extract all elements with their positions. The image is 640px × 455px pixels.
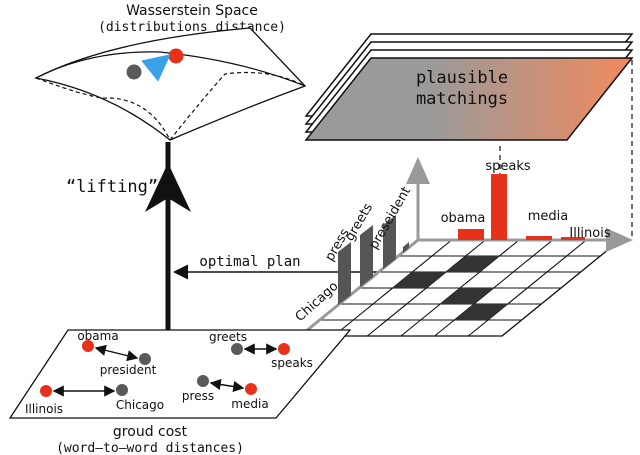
word-president: president (100, 363, 157, 377)
matrix-cell-dark (392, 272, 446, 288)
grid-line-col (501, 239, 621, 337)
bar-obama (458, 229, 484, 240)
lifting-arrowhead (145, 163, 191, 212)
bar-greets (383, 215, 396, 269)
dot-press (197, 375, 209, 387)
pair-link-obama-president (94, 344, 139, 362)
bar-preseident (403, 242, 409, 253)
word-obama: obama (77, 329, 118, 343)
hist-right-label-speaks: speaks (485, 159, 531, 174)
optimal-plan-label: optimal plan (199, 254, 300, 270)
wasserstein-subtitle: (distributions distance) (98, 20, 286, 35)
hist-right-label-obama: obama (441, 211, 486, 226)
dot-media (245, 383, 257, 395)
dot-greets (231, 343, 243, 355)
word-media: media (231, 397, 268, 411)
matrix-cell-dark (440, 288, 494, 304)
word-illinois: Illinois (25, 402, 63, 416)
wasserstein-move-arrow (141, 54, 171, 82)
matching-plane-front (304, 57, 634, 141)
dot-speaks (278, 343, 290, 355)
lifting-label: “lifting” (66, 177, 158, 197)
bar-speaks (491, 174, 507, 240)
plausible-line1: plausible (416, 68, 508, 88)
wasserstein-manifold (34, 27, 307, 141)
pair-link-press-media (209, 378, 245, 393)
dot-illinois (40, 385, 52, 397)
wasserstein-title: Wasserstein Space (126, 3, 258, 19)
word-chicago: Chicago (116, 398, 164, 412)
word-speaks: speaks (271, 356, 313, 370)
matrix-cell-dark (446, 256, 500, 272)
dot-chicago (116, 384, 128, 396)
plausible-line2: matchings (416, 89, 508, 109)
bar-media (526, 236, 552, 240)
wasserstein-red-point (168, 48, 184, 64)
left-histogram-axis (299, 238, 419, 338)
hist-right-label-media: media (528, 209, 569, 224)
plausible-planes (304, 33, 634, 141)
transport-matrix-cells (392, 256, 508, 320)
ground-cost-subtitle: (word–to–word distances) (56, 441, 244, 455)
bar-chicago (338, 242, 351, 305)
bar-illinois (561, 237, 585, 240)
bar-press (360, 225, 373, 287)
wasserstein-gray-point (126, 64, 142, 80)
hist-right-label-illinois: Illinois (569, 226, 610, 241)
dot-president (139, 353, 151, 365)
word-press: press (182, 389, 214, 403)
matrix-cell-dark (454, 304, 508, 320)
dot-obama (82, 340, 94, 352)
ground-cost-title: groud cost (113, 424, 188, 440)
word-greets: greets (209, 330, 247, 344)
